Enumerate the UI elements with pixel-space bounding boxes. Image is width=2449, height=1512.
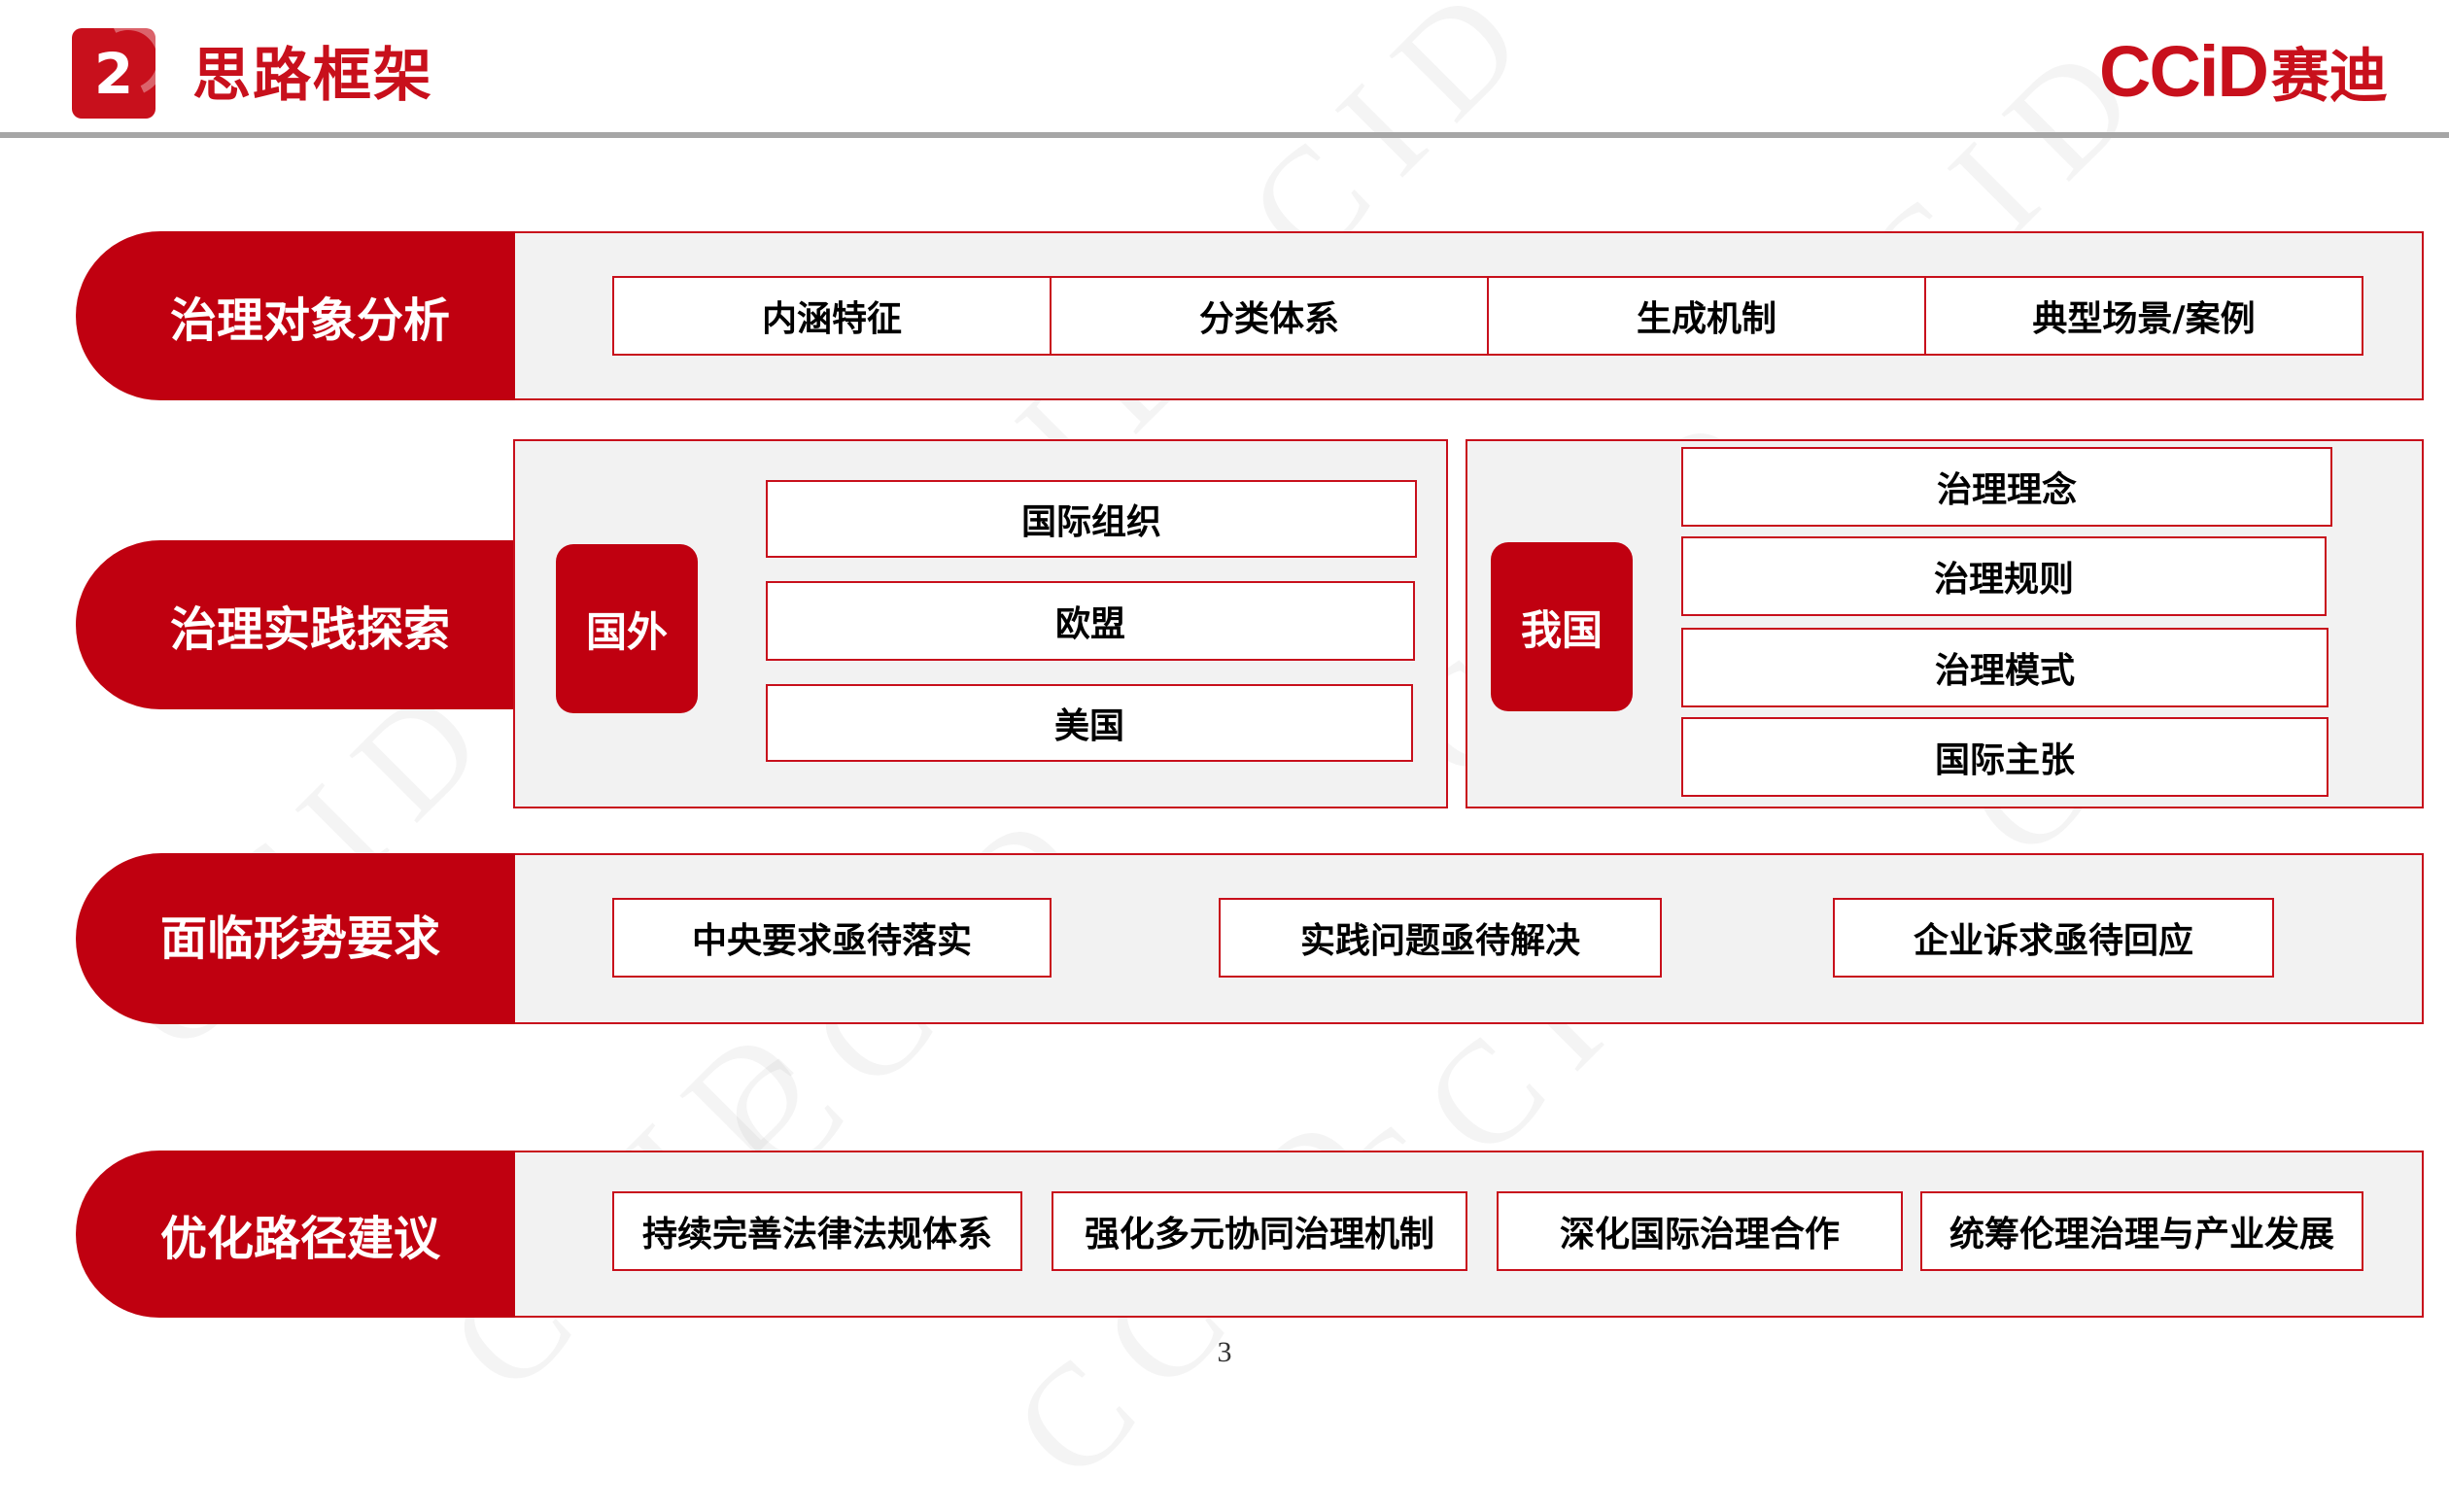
foreign-tag: 国外 [556,544,698,713]
ccid-logo: CCiD 赛迪 [2099,27,2420,115]
section-label-practice: 治理实践探索 [76,540,515,709]
page-number: 3 [1217,1336,1232,1368]
domestic-item: 国际主张 [1681,717,2328,797]
domestic-tag: 我国 [1491,542,1633,711]
section-label-optimization: 优化路径建议 [76,1151,515,1318]
logo-cn-text: 赛迪 [2270,42,2388,111]
optimization-item: 强化多元协同治理机制 [1052,1191,1467,1271]
section-label-analysis: 治理对象分析 [76,231,515,400]
situation-item: 中央要求亟待落实 [612,898,1052,978]
optimization-item: 统筹伦理治理与产业发展 [1920,1191,2363,1271]
domestic-item: 治理规则 [1681,536,2327,616]
logo-latin-text: CCiD [2099,30,2269,112]
analysis-item: 生成机制 [1487,276,1926,356]
header-divider [0,132,2449,138]
section-label-situation: 面临形势要求 [76,853,515,1024]
analysis-item: 典型场景/案例 [1924,276,2363,356]
page-title: 思路框架 [192,42,433,110]
domestic-item: 治理模式 [1681,628,2328,707]
section-number-badge: 2 [72,28,155,119]
domestic-item: 治理理念 [1681,447,2332,527]
situation-item: 实践问题亟待解决 [1219,898,1662,978]
analysis-item: 分类体系 [1050,276,1489,356]
optimization-item: 深化国际治理合作 [1497,1191,1903,1271]
foreign-item: 美国 [766,684,1413,762]
foreign-item: 欧盟 [766,581,1415,661]
foreign-item: 国际组织 [766,480,1417,558]
analysis-item: 内涵特征 [612,276,1052,356]
situation-item: 企业诉求亟待回应 [1833,898,2274,978]
section-number: 2 [93,40,134,107]
optimization-item: 持续完善法律法规体系 [612,1191,1022,1271]
